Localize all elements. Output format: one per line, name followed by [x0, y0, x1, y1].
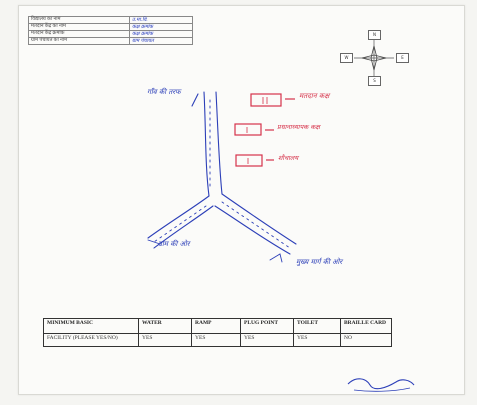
facility-value: YES	[293, 333, 341, 347]
compass-north-label: N	[368, 30, 381, 40]
facility-value: YES	[240, 333, 294, 347]
facility-header: BRAILLE CARD	[340, 318, 392, 334]
facility-header: TOILET	[293, 318, 341, 334]
compass-east-label: E	[396, 53, 409, 63]
signature-mark	[347, 378, 415, 390]
label-room-3: शौचालय	[278, 154, 299, 162]
facility-value: YES	[138, 333, 192, 347]
label-room-2: प्रधानाध्यापक कक्ष	[277, 123, 320, 131]
header-value: ग्राम पंचायत	[129, 37, 193, 45]
header-info-table: विद्यालय का नाम उ.मा.वि. मतदान केंद्र का…	[28, 16, 193, 45]
main-road	[147, 91, 297, 263]
facilities-header-row: MINIMUM BASIC WATER RAMP PLUG POINT TOIL…	[43, 318, 392, 334]
facilities-table: MINIMUM BASIC WATER RAMP PLUG POINT TOIL…	[43, 318, 392, 347]
facility-header: MINIMUM BASIC	[43, 318, 139, 334]
label-left-top-road: गाँव की तरफ	[147, 88, 181, 96]
facility-value: YES	[191, 333, 241, 347]
facility-header: WATER	[138, 318, 192, 334]
compass-star-icon	[354, 40, 394, 76]
compass-west-label: W	[340, 53, 353, 63]
header-row: ग्राम पंचायत का नाम ग्राम पंचायत	[28, 37, 193, 45]
facility-header: PLUG POINT	[240, 318, 294, 334]
room-markers	[234, 93, 295, 167]
label-left-bottom-road: ग्राम की ओर	[158, 240, 190, 248]
facility-row-label: FACILITY (PLEASE YES/NO)	[43, 333, 139, 347]
room-box-2	[234, 123, 262, 136]
compass-south-label: S	[368, 76, 381, 86]
label-room-1: मतदान कक्ष	[299, 92, 330, 100]
facility-header: RAMP	[191, 318, 241, 334]
room-box-1	[250, 93, 282, 107]
room-box-3	[235, 154, 263, 167]
compass-rose: N S W E	[337, 28, 411, 88]
facilities-value-row: FACILITY (PLEASE YES/NO) YES YES YES YES…	[43, 333, 392, 347]
label-right-bottom-road: मुख्य मार्ग की ओर	[296, 258, 343, 266]
facility-value: NO	[340, 333, 392, 347]
